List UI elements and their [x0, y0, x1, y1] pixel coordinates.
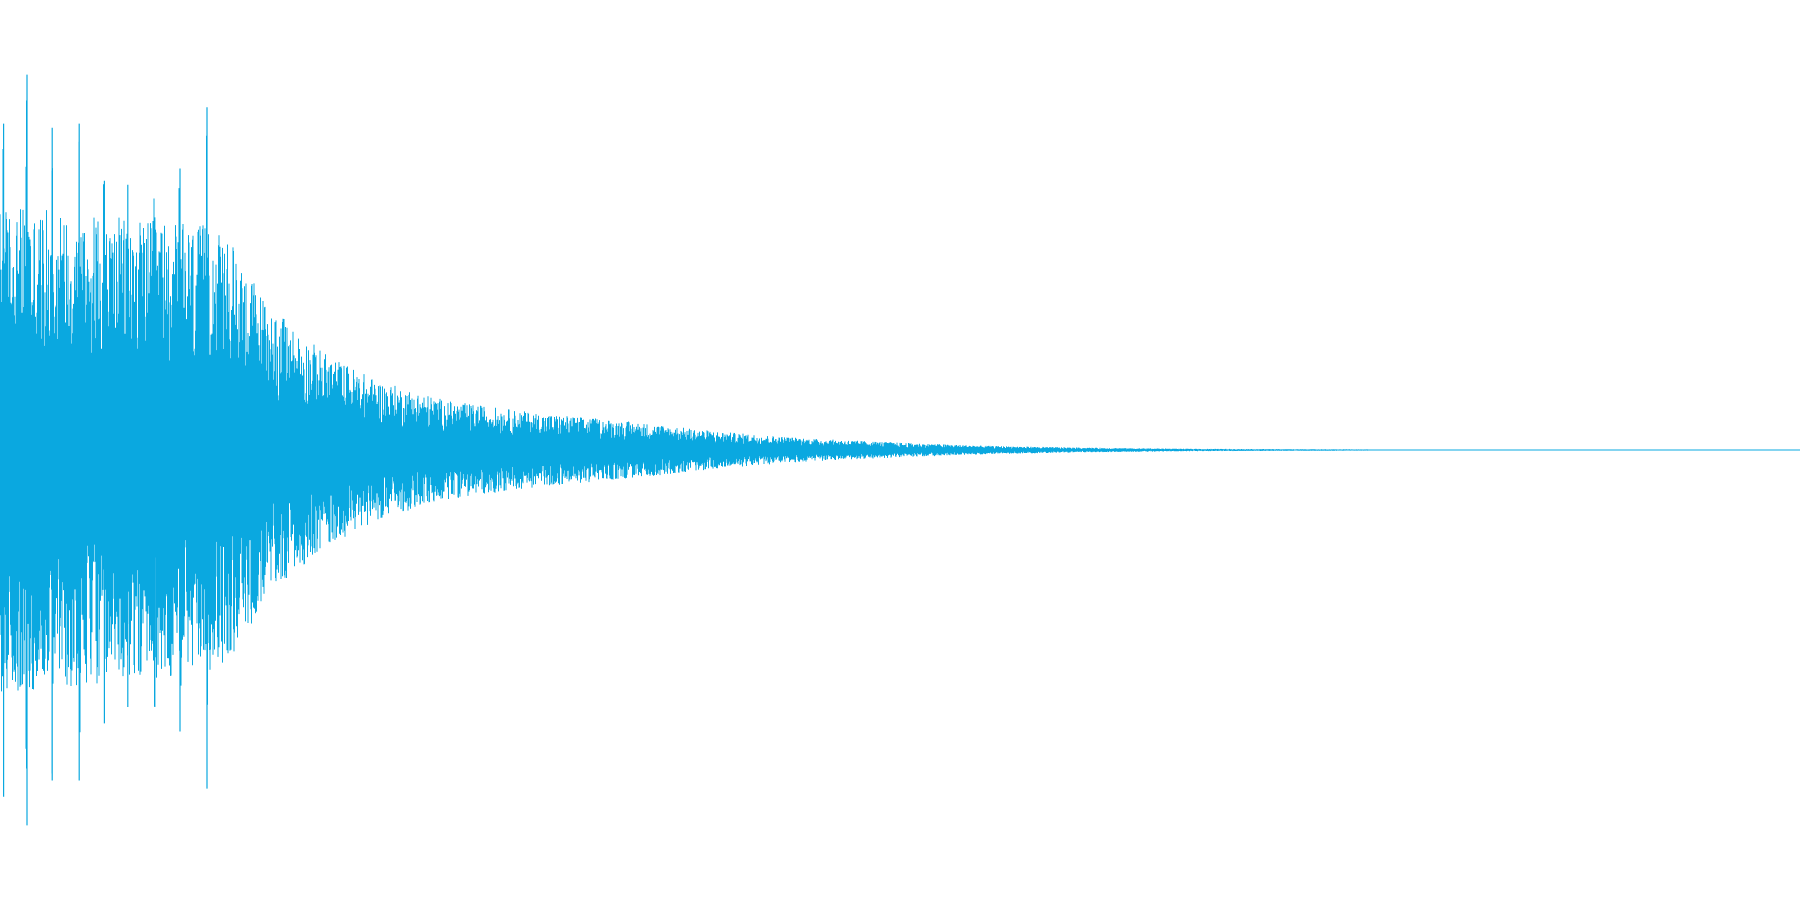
waveform-body	[0, 100, 1371, 774]
transients-group	[2, 74, 208, 826]
